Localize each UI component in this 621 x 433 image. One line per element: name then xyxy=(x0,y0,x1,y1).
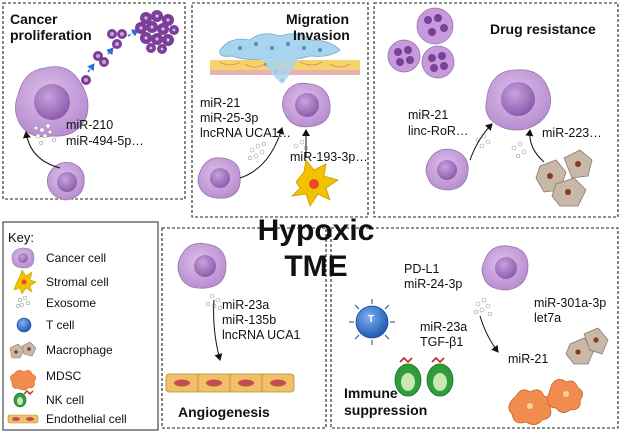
key-label: Cancer cell xyxy=(46,251,107,265)
angiogenesis-artwork xyxy=(165,242,295,393)
nucleus xyxy=(210,168,230,188)
center-title-line1: Hypoxic xyxy=(257,214,375,247)
panel-border-proliferation xyxy=(2,2,186,200)
mirna-label: let7a xyxy=(534,311,562,325)
dividing-cells xyxy=(81,29,127,85)
key-label: MDSC xyxy=(46,369,82,383)
mirna-label: miR-210 xyxy=(66,118,114,132)
key-label: Stromal cell xyxy=(46,275,109,289)
panel-title-immune-line2: suppression xyxy=(344,402,428,418)
invading-cell-cluster xyxy=(219,33,341,60)
mirna-label: miR-24-3p xyxy=(404,277,463,291)
key-nk-cell-icon xyxy=(13,390,34,408)
exosome-cluster xyxy=(33,123,57,146)
nucleus xyxy=(295,93,319,117)
key-label: Endothelial cell xyxy=(46,412,127,426)
key-label: T cell xyxy=(46,318,75,332)
key-macrophage-icon xyxy=(9,341,37,359)
panel-borders xyxy=(2,2,619,429)
mirna-label: miR-223… xyxy=(542,126,602,140)
panel-border-migration xyxy=(191,2,369,218)
endothelial-cell-icon xyxy=(165,373,295,393)
nucleus xyxy=(57,172,77,192)
nucleus xyxy=(194,255,216,277)
mirna-label: lncRNA UCA1 xyxy=(222,328,301,342)
mirna-label: miR-21 xyxy=(508,352,549,366)
mirna-label: miR-193-3p… xyxy=(290,150,368,164)
key-stromal-cell-icon xyxy=(13,269,37,295)
panel-title-angiogenesis: Angiogenesis xyxy=(178,404,270,420)
mirna-label: lncRNA UCA1… xyxy=(200,126,291,140)
macrophage-icon xyxy=(565,327,609,365)
key-t-cell-icon xyxy=(16,317,32,333)
mirna-label: miR-23a xyxy=(222,298,270,312)
migration-artwork xyxy=(197,33,360,207)
key-endothelial-cell-icon xyxy=(7,414,39,424)
drug-artwork xyxy=(387,7,593,207)
macrophage-icon xyxy=(535,149,593,207)
center-title-line2: TME xyxy=(284,250,348,283)
nucleus xyxy=(495,257,517,279)
mirna-label: miR-23a xyxy=(420,320,468,334)
mirna-label: miR-494-5p… xyxy=(66,134,144,148)
panel-title-migration-line2: Invasion xyxy=(293,27,350,43)
mirna-label: PD-L1 xyxy=(404,262,440,276)
exosome-cluster xyxy=(473,297,493,317)
key-icons xyxy=(7,247,39,424)
key-exosome-icon xyxy=(16,295,31,308)
mirna-label: miR-25-3p xyxy=(200,111,259,125)
key-title: Key: xyxy=(8,230,35,245)
exosome-cluster xyxy=(475,133,527,159)
panel-title-proliferation-line2: proliferation xyxy=(10,27,92,43)
nucleus xyxy=(437,160,457,180)
nucleus xyxy=(501,82,535,116)
panel-title-immune-line1: Immune xyxy=(344,385,398,401)
nk-cell-icon xyxy=(394,356,454,397)
mirna-label: miR-135b xyxy=(222,313,277,327)
panel-title-drug: Drug resistance xyxy=(490,21,596,37)
proliferation-artwork xyxy=(15,10,179,201)
panel-border-immune xyxy=(330,227,619,429)
mirna-label: miR-21 xyxy=(200,96,241,110)
key-label: Exosome xyxy=(46,296,97,310)
mirna-label: miR-301a-3p xyxy=(534,296,607,310)
t-cell-letter: T xyxy=(368,314,375,325)
panel-border-drug xyxy=(373,2,619,218)
key-mdsc-icon xyxy=(10,370,36,391)
key-label: NK cell xyxy=(46,393,85,407)
key-border xyxy=(2,221,159,431)
panel-title-migration-line1: Migration xyxy=(286,11,349,27)
panel-title-proliferation-line1: Cancer xyxy=(10,11,58,27)
t-cell-icon xyxy=(349,299,395,345)
nucleus xyxy=(34,84,70,120)
mirna-label: linc-RoR… xyxy=(408,124,469,138)
mirna-label: miR-21 xyxy=(408,108,449,122)
mdsc-icon xyxy=(508,379,583,425)
mirna-label: TGF-β1 xyxy=(420,335,464,349)
key-label: Macrophage xyxy=(46,343,113,357)
panel-border-angiogenesis xyxy=(161,227,327,429)
key-cancer-cell-icon xyxy=(11,247,35,269)
immune-artwork xyxy=(349,245,609,425)
